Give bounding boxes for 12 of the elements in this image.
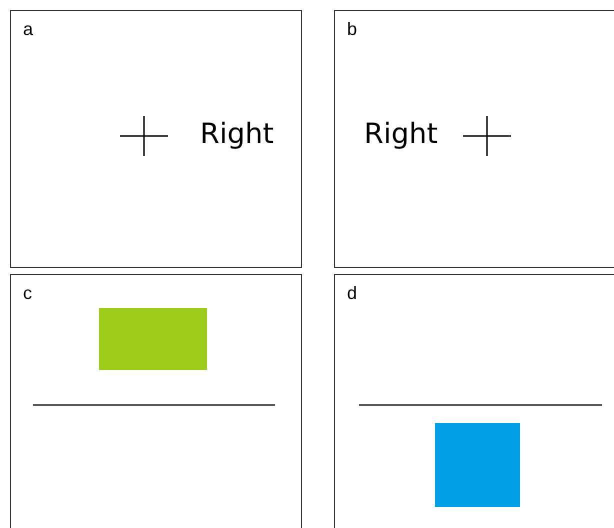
panel	[334, 10, 614, 268]
panel-letter: c	[23, 283, 32, 304]
square-stimulus	[435, 423, 520, 507]
panel	[10, 274, 302, 528]
panel	[334, 274, 614, 528]
panel-letter: d	[347, 283, 358, 304]
panel	[10, 10, 302, 268]
panel-letter: b	[347, 19, 358, 40]
rectangle-stimulus	[99, 308, 207, 370]
direction-word: Right	[364, 117, 438, 150]
panel-letter: a	[23, 19, 34, 40]
direction-word: Right	[200, 117, 274, 150]
